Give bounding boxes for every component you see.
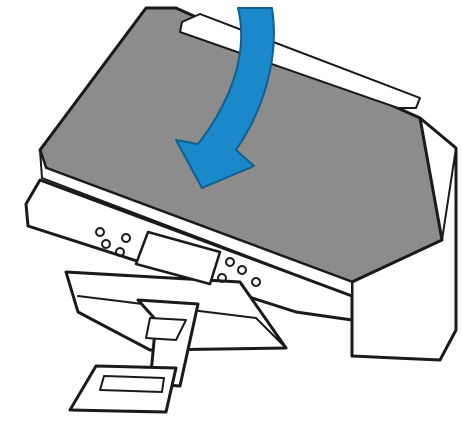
tray-extension-step — [100, 376, 164, 392]
